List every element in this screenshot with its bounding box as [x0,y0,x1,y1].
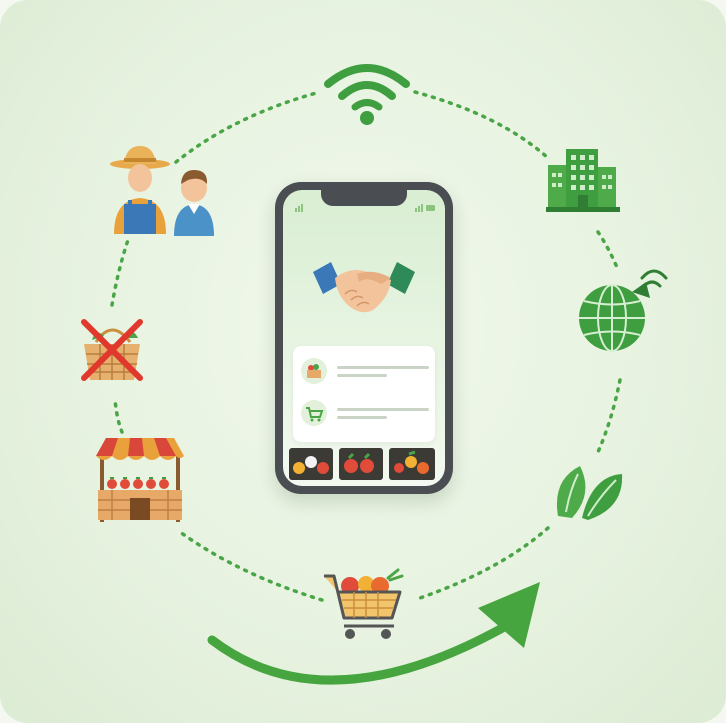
crossed-basket-icon [81,319,143,381]
office-building-icon [546,149,620,212]
text-placeholder [337,366,429,369]
ring-segment [418,526,550,600]
produce-tile [389,448,435,480]
basket-icon [301,358,327,384]
ring-segment [174,90,322,164]
ring-segment [178,530,324,602]
ring-segment [596,230,620,272]
farmer-and-buyer-icon [110,146,214,236]
produce-gallery [289,448,439,482]
handshake-icon [313,262,415,313]
produce-image-icon [394,450,429,474]
wifi-icon [324,64,410,125]
ring-segment [110,238,130,307]
ring-segment [113,398,124,434]
ring-segment [596,378,622,454]
list-item [301,358,429,388]
produce-tile [289,448,333,480]
cart-icon [301,400,327,426]
satellite-globe-icon [579,269,668,352]
text-placeholder [337,374,387,377]
market-stall-icon [96,438,184,522]
ring-segment [413,90,550,160]
produce-image-icon [293,456,329,474]
text-placeholder [337,416,387,419]
listing-card [293,346,435,442]
text-placeholder [337,408,429,411]
growth-arrow-icon [207,582,540,685]
smartphone-icon [275,182,453,494]
status-bar-icon [295,204,435,212]
list-item [301,400,429,430]
phone-screen [283,190,445,486]
phone-notch [321,190,407,206]
leaves-icon [556,466,623,520]
produce-cart-icon [324,568,404,639]
produce-tile [339,448,383,480]
produce-image-icon [344,452,374,473]
